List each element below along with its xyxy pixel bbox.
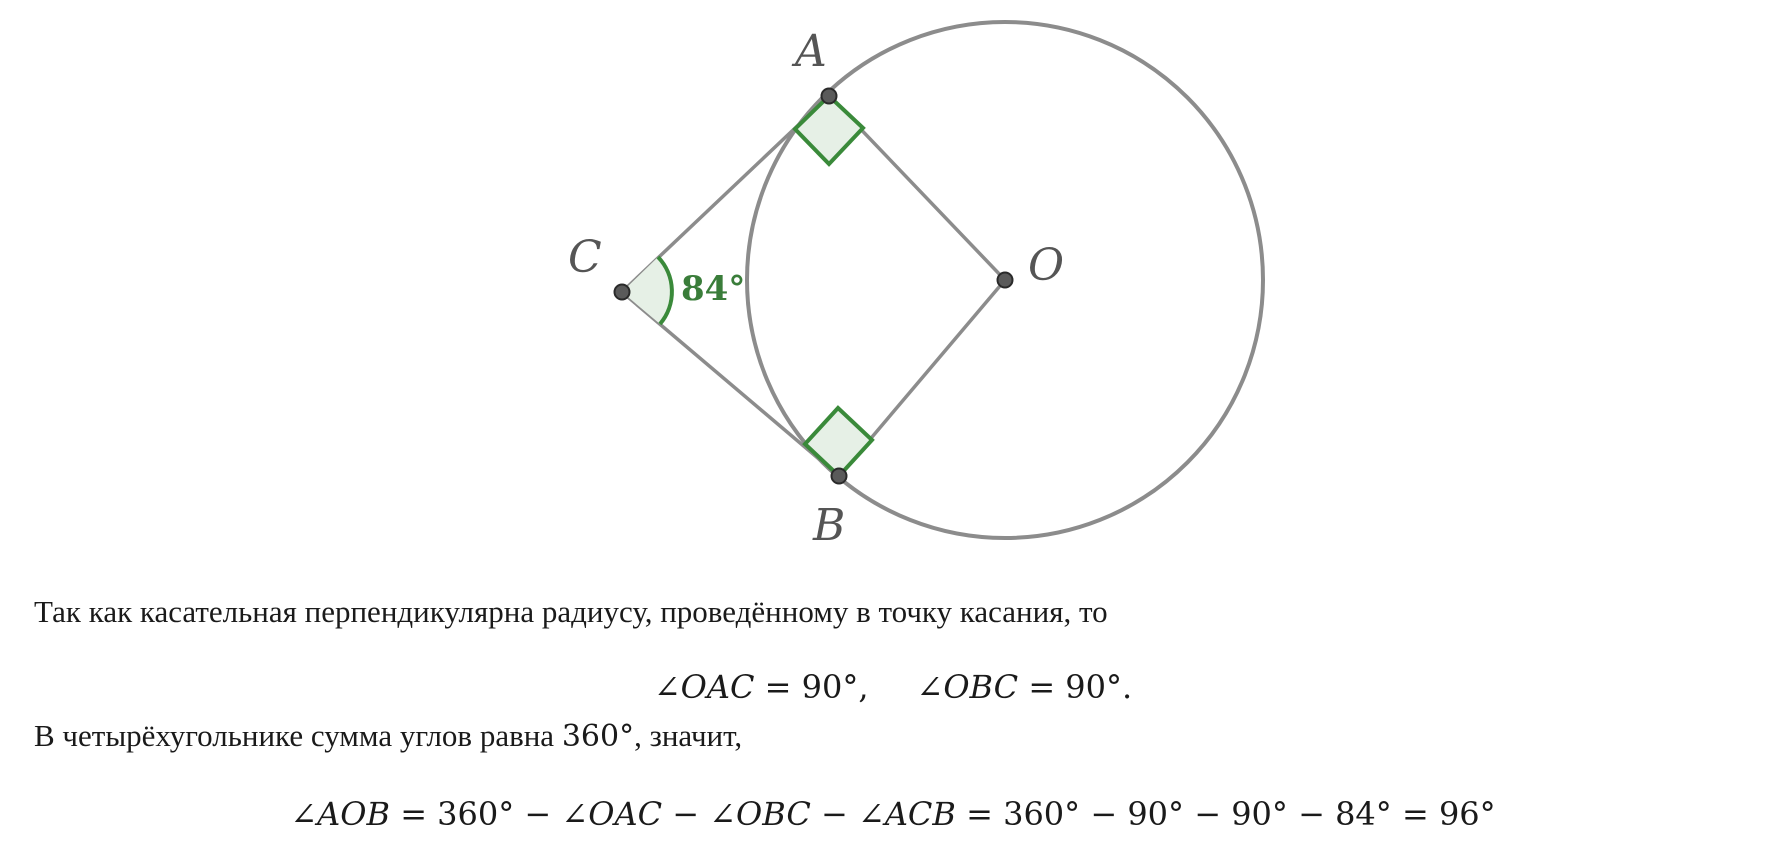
eq2-var: AOB [317, 795, 391, 833]
eq2-var: OAC [588, 795, 663, 833]
right-angle-mark-a [792, 93, 866, 167]
angle-fill-c [622, 257, 672, 324]
label-a: A [791, 26, 827, 77]
label-b: B [812, 500, 845, 551]
angle-label-c: 84° [681, 269, 745, 309]
equation-1: ∠OAC = 90°,∠OBC = 90°. [0, 668, 1786, 706]
circle [745, 20, 1265, 540]
eq1-vars-a: OAC [680, 668, 755, 706]
text-line-1: Так как касательная перпендикулярна ради… [34, 594, 1108, 629]
eq2-part: − ∠ [662, 795, 737, 833]
line2-value: 360° [561, 719, 635, 754]
eq1-rhs-a: = 90°, [754, 668, 869, 706]
point-a [820, 87, 838, 105]
line2-suffix: , значит, [634, 718, 743, 753]
eq2-part: − ∠ [810, 795, 885, 833]
eq2-var: OBC [736, 795, 811, 833]
angle-symbol: ∠ [916, 668, 944, 706]
right-angle-mark-b [802, 405, 875, 479]
eq2-part: ∠ [290, 795, 318, 833]
label-o: O [1028, 240, 1064, 291]
equation-2: ∠AOB = 360° − ∠OAC − ∠OBC − ∠ACB = 360° … [0, 795, 1786, 833]
eq1-vars-b: OBC [943, 668, 1019, 706]
angle-symbol: ∠ [653, 668, 681, 706]
eq2-part: = 360° − 90° − 90° − 84° = 96° [955, 795, 1496, 833]
text-line-2: В четырёхугольнике сумма углов равна 360… [34, 718, 742, 754]
eq2-var: ACB [884, 795, 956, 833]
tangent-cb [620, 290, 841, 478]
angle-arc-c [656, 255, 674, 326]
label-c: C [568, 232, 602, 283]
geometry-figure: A B C O 84° [568, 20, 1265, 551]
eq1-rhs-b: = 90°. [1018, 668, 1133, 706]
line2-prefix: В четырёхугольнике сумма углов равна [34, 718, 562, 753]
point-b [830, 467, 848, 485]
point-c [613, 283, 631, 301]
point-o [996, 271, 1014, 289]
eq2-part: = 360° − ∠ [390, 795, 589, 833]
